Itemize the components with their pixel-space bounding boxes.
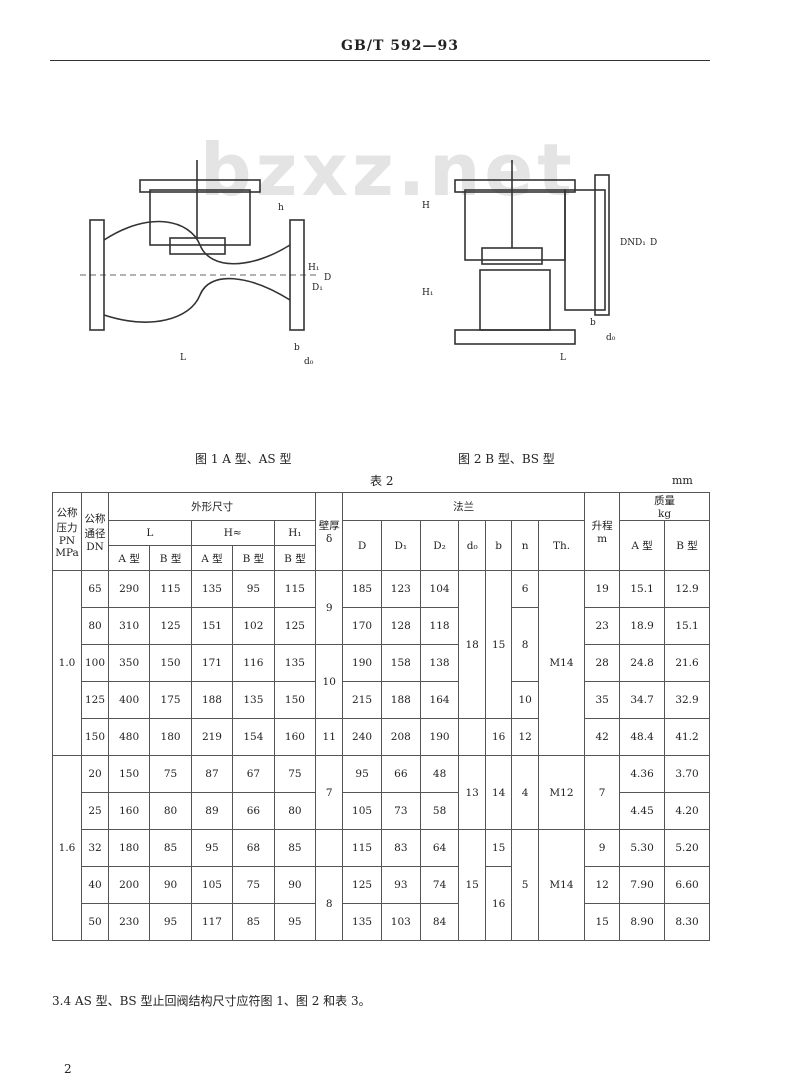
- col-massA: A 型: [619, 520, 666, 571]
- col-H1: H₁: [273, 520, 317, 546]
- figure-2-caption: 图 2 B 型、BS 型: [458, 452, 555, 466]
- fig1-label-D1: D₁: [312, 283, 323, 293]
- note-3-4: 3.4 AS 型、BS 型止回阀结构尺寸应符图 1、图 2 和表 3。: [52, 994, 371, 1008]
- fig1-label-b: b: [294, 343, 300, 353]
- fig2-label-D: D: [650, 238, 657, 248]
- col-outline: 外形尺寸: [107, 492, 317, 521]
- fig1-label-d0: d₀: [304, 357, 314, 367]
- col-dn: 公称通径DN: [81, 492, 109, 571]
- col-th: Th.: [537, 520, 586, 571]
- col-HA: A 型: [190, 545, 234, 571]
- header-rule: [50, 60, 710, 61]
- fig1-label-L: L: [180, 353, 186, 363]
- cell-pressure: 1.0: [52, 570, 82, 756]
- col-stroke: 升程 m: [584, 492, 621, 571]
- col-D2: D₂: [419, 520, 460, 571]
- page-number: 2: [64, 1062, 72, 1076]
- col-d0: d₀: [458, 520, 486, 571]
- col-flange: 法兰: [342, 492, 586, 521]
- col-b: b: [484, 520, 513, 571]
- fig1-label-h: h: [278, 203, 284, 213]
- fig2-label-H: H: [422, 201, 430, 211]
- figure-1-drawing: L h H₁ D D₁ b d₀: [80, 160, 331, 367]
- cell-pressure: 1.6: [52, 755, 82, 941]
- col-massB: B 型: [664, 520, 710, 571]
- standard-code-header: GB/T 592—93: [341, 38, 459, 54]
- fig1-label-H1: H₁: [308, 263, 319, 273]
- col-LA: A 型: [107, 545, 151, 571]
- fig2-label-H1: H₁: [422, 288, 433, 298]
- col-D: D: [342, 520, 382, 571]
- col-pressure: 公称压力PN MPa: [52, 492, 82, 571]
- figure-2-drawing: H H₁ L DN D₁ D b d₀: [422, 160, 657, 363]
- fig2-label-b: b: [590, 318, 596, 328]
- fig2-label-L: L: [560, 353, 566, 363]
- fig2-label-DN: DN: [620, 238, 635, 248]
- table-unit: mm: [672, 474, 693, 487]
- col-L: L: [108, 520, 192, 546]
- col-H1B: B 型: [273, 545, 317, 571]
- fig2-label-D1: D₁: [635, 238, 646, 248]
- col-wall: 壁厚δ: [315, 492, 344, 571]
- watermark: bzxz.net: [200, 128, 576, 212]
- figure-1-caption: 图 1 A 型、AS 型: [195, 452, 292, 466]
- table-title: 表 2: [370, 474, 394, 488]
- col-D1: D₁: [380, 520, 421, 571]
- col-LB: B 型: [149, 545, 192, 571]
- fig1-label-D: D: [324, 273, 331, 283]
- fig2-label-d0: d₀: [606, 333, 616, 343]
- col-n: n: [511, 520, 539, 571]
- col-HB: B 型: [232, 545, 275, 571]
- col-H: H≈: [190, 520, 275, 546]
